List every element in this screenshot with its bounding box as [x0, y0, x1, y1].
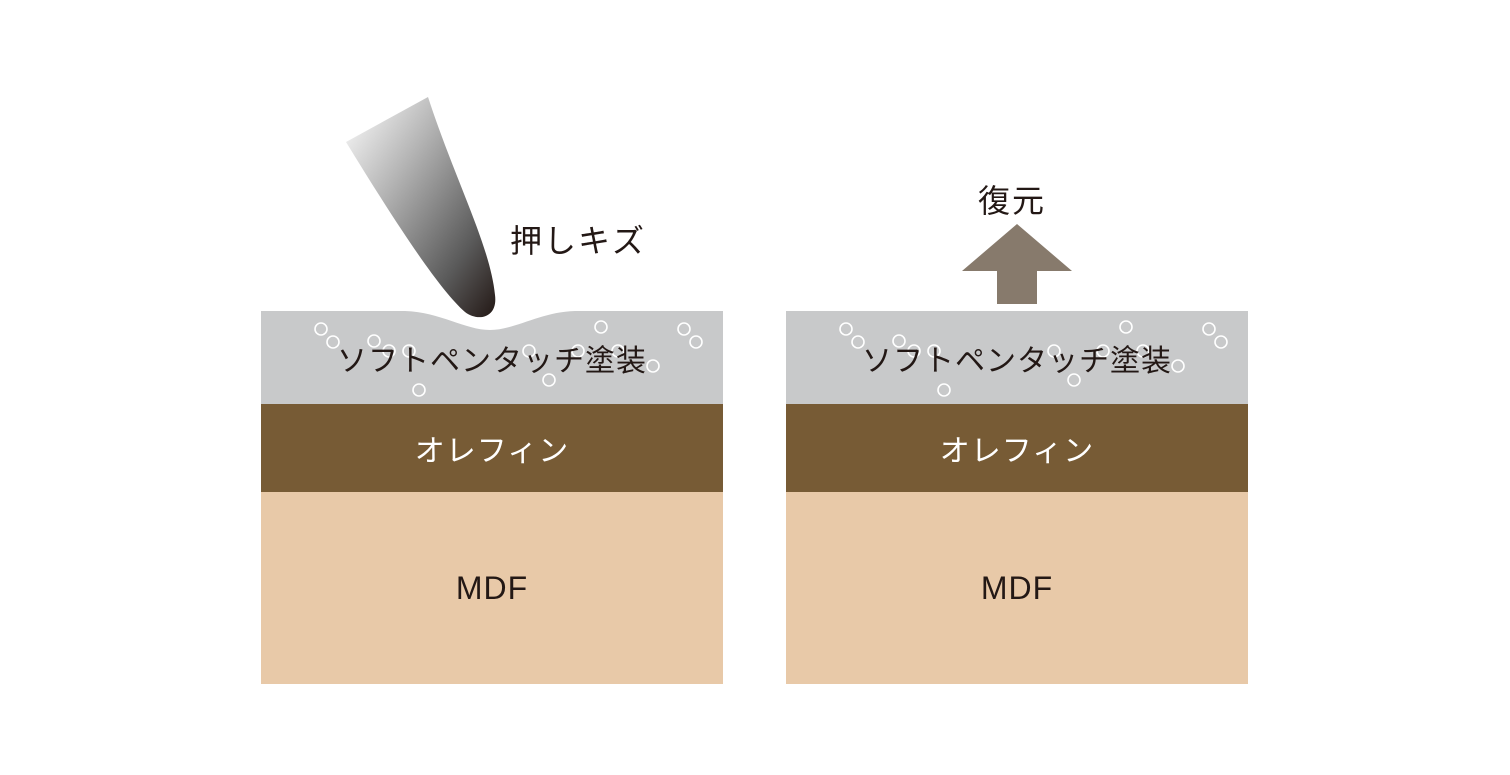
- up-arrow-icon: [962, 224, 1072, 304]
- coating-bubbles: [839, 320, 1228, 397]
- panel-dented: ソフトペンタッチ塗装 オレフィン MDF: [261, 0, 723, 775]
- layer-olefin: オレフィン: [786, 404, 1248, 492]
- layer-mdf: MDF: [786, 492, 1248, 684]
- coating-bubbles: [314, 320, 703, 397]
- layer-mdf: MDF: [261, 492, 723, 684]
- layer-olefin: オレフィン: [261, 404, 723, 492]
- layer-label-coating: ソフトペンタッチ塗装: [337, 343, 647, 379]
- layer-soft-touch-coating: ソフトペンタッチ塗装: [786, 311, 1248, 404]
- layer-label-olefin: オレフィン: [939, 434, 1095, 469]
- dent-hollow: [405, 311, 575, 330]
- caption-restore: 復元: [978, 182, 1047, 220]
- layer-label-mdf: MDF: [455, 569, 529, 606]
- caption-dent: 押しキズ: [510, 222, 647, 260]
- layer-label-mdf: MDF: [980, 569, 1054, 606]
- stylus-tip-icon: [346, 97, 496, 318]
- layer-label-olefin: オレフィン: [414, 434, 570, 469]
- layer-label-coating: ソフトペンタッチ塗装: [862, 343, 1172, 379]
- panel-restored: ソフトペンタッチ塗装 オレフィン MDF: [786, 0, 1248, 775]
